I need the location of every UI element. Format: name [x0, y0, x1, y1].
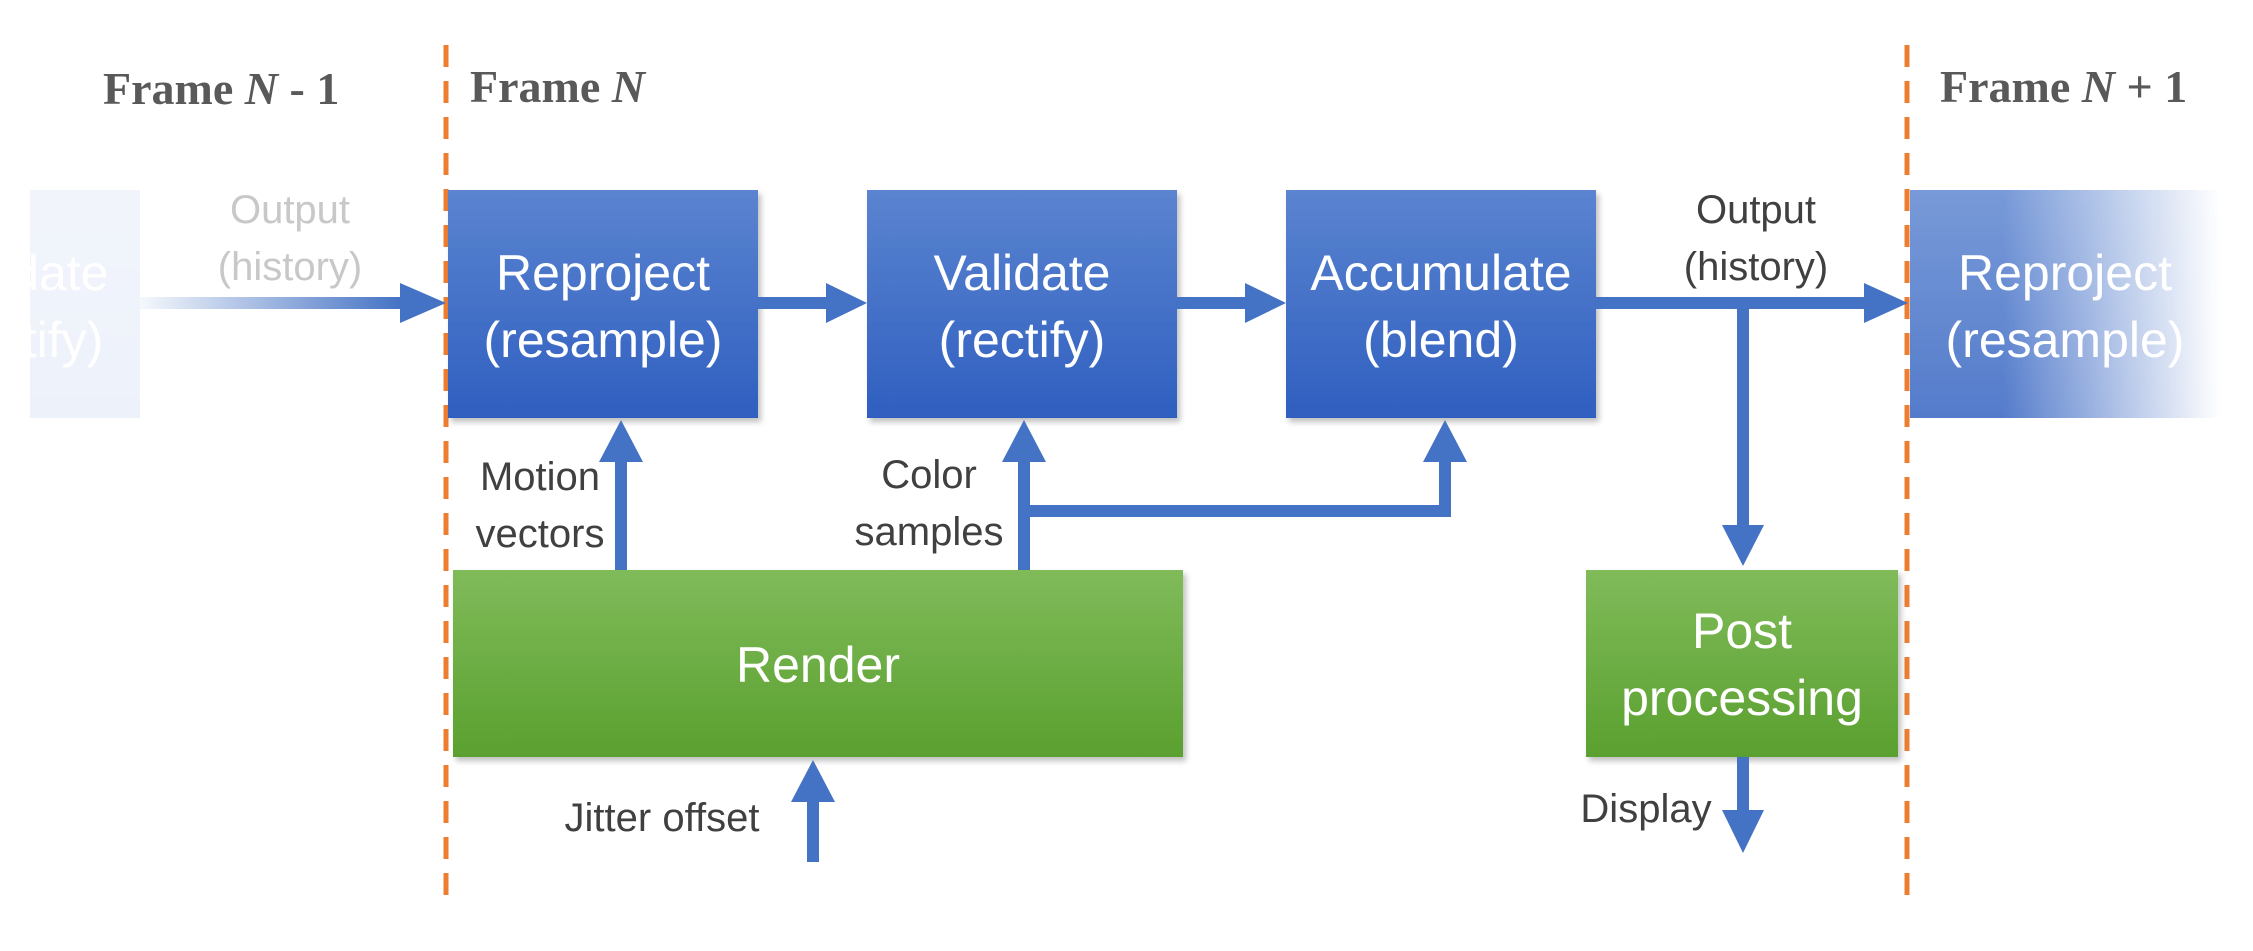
- accumulate-sublabel: (blend): [1363, 312, 1519, 368]
- post-processing-box: [1586, 570, 1898, 757]
- arrow-output-to-next-frame: [1596, 283, 1908, 323]
- arrow-output-to-post-processing: [1722, 309, 1764, 566]
- display-label: Display: [1580, 787, 1711, 831]
- frame-current-title: Frame N: [470, 61, 647, 112]
- accumulate-label: Accumulate: [1310, 245, 1571, 301]
- post-processing-sublabel: processing: [1621, 670, 1863, 726]
- arrow-validate-to-accumulate: [1177, 283, 1286, 323]
- prev-output-arrow: [140, 283, 446, 323]
- validate-sublabel: (rectify): [939, 312, 1106, 368]
- svg-text:(resample): (resample): [1946, 312, 2185, 368]
- prev-output-label-2: (history): [218, 245, 362, 289]
- render-label: Render: [736, 637, 900, 693]
- frame-next-title: Frame N + 1: [1940, 61, 2187, 112]
- output-label-2: (history): [1684, 245, 1828, 289]
- output-label: Output: [1696, 188, 1816, 232]
- arrow-motion-vectors: [599, 420, 643, 570]
- svg-text:Reproject: Reproject: [1958, 245, 2172, 301]
- next-reproject-box: Reproject (resample): [1910, 190, 2220, 418]
- motion-vectors-label-2: vectors: [476, 512, 605, 556]
- color-samples-label-2: samples: [855, 510, 1004, 554]
- arrow-jitter-offset: [791, 760, 835, 862]
- reproject-sublabel: (resample): [484, 312, 723, 368]
- render-box: [453, 570, 1183, 757]
- arrow-display: [1722, 757, 1764, 853]
- arrow-color-samples-to-validate: [1002, 420, 1046, 570]
- validate-box: [867, 190, 1177, 418]
- post-processing-label: Post: [1692, 603, 1792, 659]
- accumulate-box: [1286, 190, 1596, 418]
- color-samples-label: Color: [881, 453, 977, 497]
- arrow-reproject-to-validate: [758, 283, 867, 323]
- jitter-offset-label: Jitter offset: [565, 796, 760, 840]
- validate-label: Validate: [934, 245, 1111, 301]
- reproject-label: Reproject: [496, 245, 710, 301]
- reproject-box: [448, 190, 758, 418]
- arrow-color-samples-to-accumulate: [1030, 420, 1467, 517]
- frame-prev-title: Frame N - 1: [103, 63, 339, 114]
- prev-output-label: Output: [230, 188, 350, 232]
- motion-vectors-label: Motion: [480, 455, 600, 499]
